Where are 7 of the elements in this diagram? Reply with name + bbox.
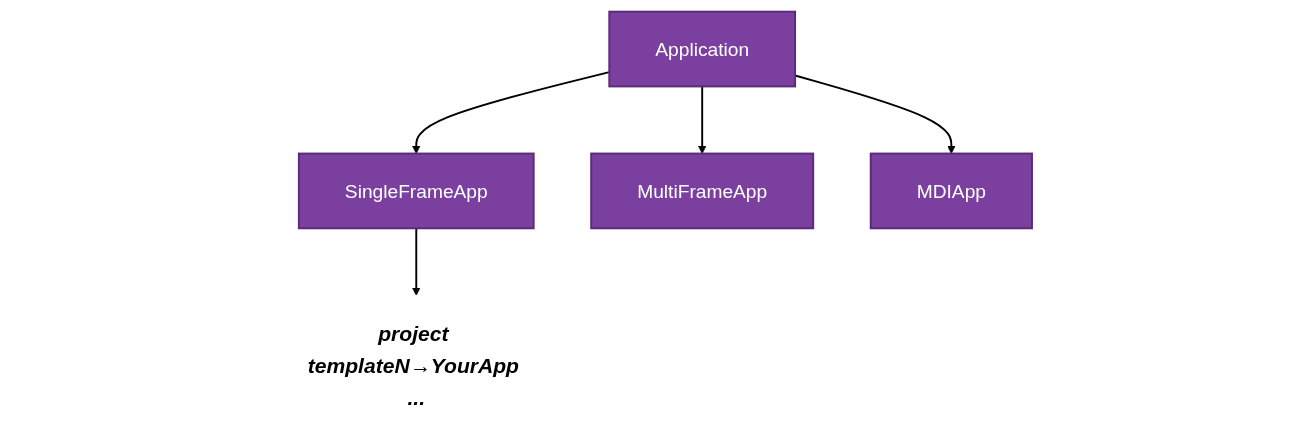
node-box: Application — [608, 10, 796, 88]
node-box: MultiFrameApp — [589, 152, 814, 230]
arrow — [697, 85, 707, 154]
node-text: project templateN→YourApp ... — [307, 322, 519, 410]
node-box: MDIApp — [869, 152, 1033, 230]
node-box: SingleFrameApp — [297, 152, 535, 230]
arrow — [411, 227, 421, 296]
